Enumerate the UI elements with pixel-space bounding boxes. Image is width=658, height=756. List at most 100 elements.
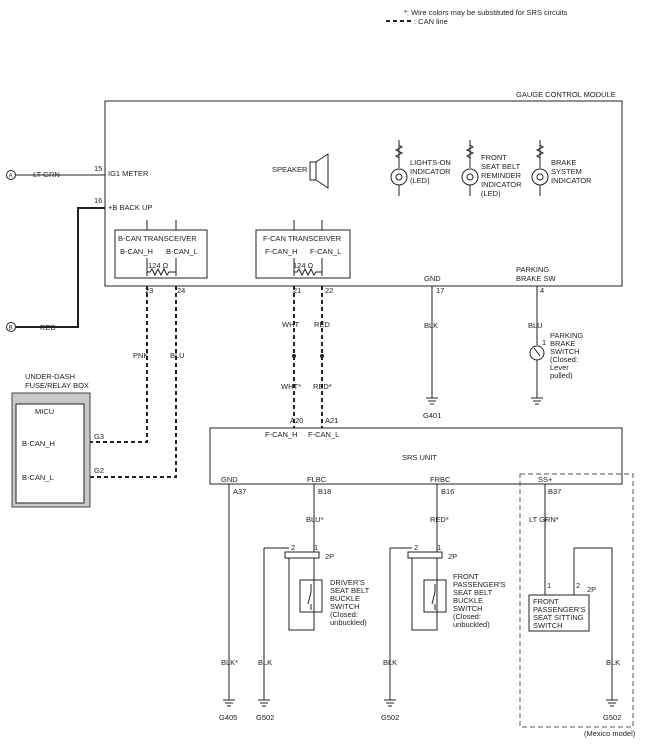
front-switch-box	[423, 579, 447, 613]
driver-l5: (Closed:	[330, 610, 358, 619]
front-2p: 2P	[448, 552, 457, 561]
pin-16: 16	[94, 196, 102, 205]
driver-loop	[288, 558, 315, 631]
ind2-l1: FRONT	[481, 153, 507, 162]
connector-a-symbol	[6, 170, 16, 180]
ground-g401-symbol	[426, 397, 438, 405]
ground-g502b-label: G502	[381, 713, 399, 722]
driver-switch-box	[299, 579, 323, 613]
pin-21: 21	[293, 286, 301, 295]
wire-blu-s-label: BLU*	[306, 515, 324, 524]
wire-wht-s-label: WHT*	[281, 382, 301, 391]
wire-red-s2-label: RED*	[430, 515, 449, 524]
pin-sit-1: 1	[547, 581, 551, 590]
sit-2p: 2P	[587, 585, 596, 594]
driver-l6: unbuckled)	[330, 618, 367, 627]
ground-g502a-label: G502	[256, 713, 274, 722]
fcan-h: F-CAN_H	[265, 247, 298, 256]
pin-g2: G2	[94, 466, 104, 475]
driver-2p: 2P	[325, 552, 334, 561]
speaker-cone	[315, 153, 329, 189]
ground-g405-label: G405	[219, 713, 237, 722]
ind2-l4: INDICATOR	[481, 180, 522, 189]
wire-wht-label: WHT	[282, 320, 299, 329]
srs-fcan-l: F-CAN_L	[308, 430, 339, 439]
fcan-title: F-CAN TRANSCEIVER	[263, 234, 342, 243]
gcm-gnd-label: GND	[424, 274, 441, 283]
bcan-l: B-CAN_L	[166, 247, 198, 256]
gcm-pbsw-l1: PARKING	[516, 265, 549, 274]
front-l2: PASSENGER'S	[453, 580, 506, 589]
connector-b-label: B	[9, 326, 13, 332]
micu-box	[15, 403, 85, 504]
sit-l2: PASSENGER'S	[533, 605, 586, 614]
driver-switch-icon	[307, 584, 312, 610]
fuse-title-l1: UNDER-DASH	[25, 372, 75, 381]
srs-frbc: FRBC	[430, 475, 451, 484]
pin-front-1: 1	[437, 543, 441, 552]
wire-blk-g502-driver	[263, 547, 289, 700]
connector-b-symbol	[6, 322, 16, 332]
front-l4: BUCKLE	[453, 596, 483, 605]
ground-g502c-label: G502	[603, 713, 621, 722]
wire-blu-label: BLU	[170, 351, 185, 360]
ind1-l3: (LED)	[410, 176, 430, 185]
wire-blk3-label: BLK	[383, 658, 397, 667]
pin-driver-1: 1	[314, 543, 318, 552]
ind3-l3: INDICATOR	[551, 176, 592, 185]
ind1-l1: LIGHTS-ON	[410, 158, 451, 167]
gauge-control-module-box	[104, 100, 623, 287]
pin-22: 22	[325, 286, 333, 295]
front-connector	[407, 551, 443, 559]
front-l5: SWITCH	[453, 604, 483, 613]
pin-1-pb: 1	[542, 338, 546, 347]
fcan-transceiver-box	[255, 229, 351, 279]
srs-flbc: FLBC	[307, 475, 327, 484]
pin-b37: B37	[548, 487, 561, 496]
splice-red	[320, 354, 324, 358]
front-l7: unbuckled)	[453, 620, 490, 629]
wire-blu2-label: BLU	[528, 321, 543, 330]
pin-front-2: 2	[414, 543, 418, 552]
seat-belt-reminder-indicator	[461, 140, 479, 196]
front-l1: FRONT	[453, 572, 479, 581]
wire-red-s-label: RED*	[313, 382, 332, 391]
wire-red-label: RED	[40, 323, 56, 332]
driver-l4: SWITCH	[330, 602, 360, 611]
micu-bcan-h: B-CAN_H	[22, 439, 55, 448]
legend-wire-note: *: Wire colors may be substituted for SR…	[404, 8, 568, 17]
ind3-l2: SYSTEM	[551, 167, 582, 176]
driver-l3: BUCKLE	[330, 594, 360, 603]
pin-a20: A20	[290, 416, 303, 425]
fcan-resistor-label: 124 Ω	[293, 261, 314, 270]
ind2-l5: (LED)	[481, 189, 501, 198]
wire-blk4-label: BLK	[606, 658, 620, 667]
pin-15: 15	[94, 164, 102, 173]
ground-g502a-symbol	[258, 699, 270, 707]
wire-blk-s-label: BLK*	[221, 658, 238, 667]
fcan-resistor	[293, 258, 323, 277]
legend-can-note: : CAN line	[414, 17, 448, 26]
wire-pnk-label: PNK	[133, 351, 148, 360]
wire-blk-label: BLK	[424, 321, 438, 330]
driver-l1: DRIVER'S	[330, 578, 365, 587]
connector-a-label: A	[9, 174, 13, 180]
pin-23: 23	[145, 286, 153, 295]
splice-wht	[292, 354, 296, 358]
sit-l3: SEAT SITTING	[533, 613, 584, 622]
bcan-h: B-CAN_H	[120, 247, 153, 256]
bcan-title: B-CAN TRANSCEIVER	[118, 234, 197, 243]
bcan-resistor	[146, 258, 177, 277]
pbsw-l5: Lever	[550, 363, 569, 372]
pin-g3: G3	[94, 432, 104, 441]
front-loop	[411, 558, 438, 631]
ground-pb-symbol	[531, 397, 543, 405]
sit-l1: FRONT	[533, 597, 559, 606]
pin-driver-2: 2	[291, 543, 295, 552]
gcm-ig1-label: IG1 METER	[108, 169, 149, 178]
pin-24: 24	[177, 286, 185, 295]
fuse-title-l2: FUSE/RELAY BOX	[25, 381, 89, 390]
srs-ss: SS+	[538, 475, 553, 484]
wire-red2-label: RED	[314, 320, 330, 329]
ground-g405-symbol	[223, 699, 235, 707]
